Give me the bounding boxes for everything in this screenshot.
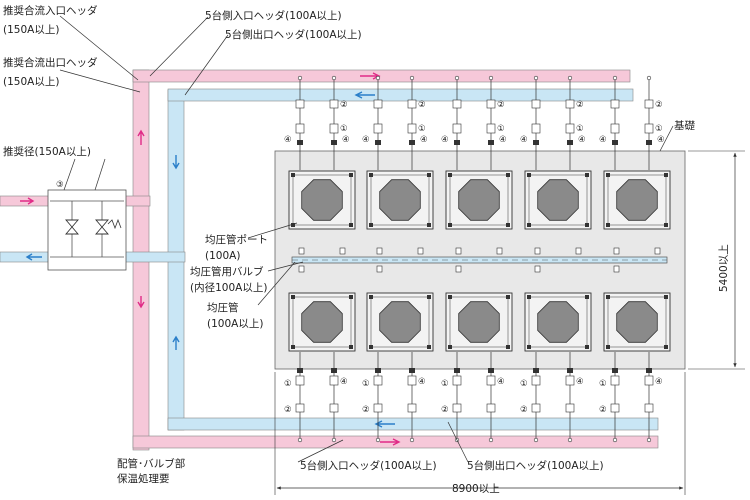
- chiller-unit: [603, 292, 671, 352]
- bypass-valve-box: [47, 189, 127, 271]
- top-inlet-header: [132, 69, 631, 83]
- mark-1: ①: [497, 124, 505, 134]
- chiller-unit: [366, 170, 434, 230]
- flow-arrows: [20, 72, 401, 446]
- mark-2: ②: [340, 100, 348, 110]
- mark-2: ②: [599, 405, 607, 415]
- mark-2: ②: [284, 405, 292, 415]
- label-bottom-inlet-header: 5台側入口ヘッダ(100A以上): [300, 459, 437, 472]
- chiller-unit: [603, 170, 671, 230]
- mark-1: ①: [362, 379, 370, 389]
- chiller-unit: [288, 292, 356, 352]
- label-equalizer-port: 均圧管ポート: [205, 233, 268, 246]
- mark-4: ④: [520, 135, 528, 145]
- mark-1: ①: [284, 379, 292, 389]
- mark-2: ②: [441, 405, 449, 415]
- mark-2: ②: [497, 100, 505, 110]
- label-insulation-note-2: 保温処理要: [117, 472, 170, 485]
- mark-4: ④: [497, 377, 505, 387]
- label-recommended-diameter: 推奨径(150A以上): [3, 145, 91, 158]
- label-top-outlet-header: 5台側出口ヘッダ(100A以上): [225, 28, 362, 41]
- mark-1: ①: [599, 379, 607, 389]
- chiller-unit: [445, 170, 513, 230]
- chiller-unit: [524, 170, 592, 230]
- mark-1: ①: [576, 124, 584, 134]
- mark-2: ②: [655, 100, 663, 110]
- mark-4: ④: [578, 135, 586, 145]
- label-recommended-inlet-size: (150A以上): [3, 24, 59, 36]
- label-equalizer-valve: 均圧管用バルブ: [190, 265, 264, 278]
- mark-4: ④: [657, 135, 665, 145]
- mark-4: ④: [362, 135, 370, 145]
- label-depth-dimension: 5400以上: [718, 244, 730, 292]
- top-outlet-header: [167, 88, 634, 102]
- mark-1: ①: [441, 379, 449, 389]
- mark-1: ①: [418, 124, 426, 134]
- leader-lines: [59, 15, 674, 463]
- mark-4: ④: [576, 377, 584, 387]
- mark-4: ④: [418, 377, 426, 387]
- mark-4: ④: [340, 377, 348, 387]
- mark-4: ④: [655, 377, 663, 387]
- bottom-outlet-header: [167, 417, 659, 431]
- label-mark-3: ③: [56, 180, 64, 190]
- equalizer-pipe: [291, 256, 668, 264]
- mark-4: ④: [441, 135, 449, 145]
- valve-icon: [65, 218, 122, 235]
- mark-2: ②: [520, 405, 528, 415]
- mark-4: ④: [599, 135, 607, 145]
- label-recommended-outlet-size: (150A以上): [3, 76, 59, 88]
- mark-2: ②: [362, 405, 370, 415]
- chiller-unit: [524, 292, 592, 352]
- label-equalizer-valve-size: (内径100A以上): [190, 281, 267, 294]
- mark-4: ④: [342, 135, 350, 145]
- mark-2: ②: [418, 100, 426, 110]
- label-recommended-inlet-header: 推奨合流入口ヘッダ: [3, 4, 98, 17]
- label-equalizer-port-size: (100A): [205, 250, 240, 262]
- mark-4: ④: [284, 135, 292, 145]
- label-bottom-outlet-header: 5台側出口ヘッダ(100A以上): [467, 459, 604, 472]
- label-insulation-note-1: 配管･バルブ部: [117, 457, 185, 470]
- chiller-unit: [445, 292, 513, 352]
- label-recommended-outlet-header: 推奨合流出口ヘッダ: [3, 56, 98, 69]
- mark-2: ②: [576, 100, 584, 110]
- chiller-unit: [288, 170, 356, 230]
- chiller-unit: [366, 292, 434, 352]
- dimension-lines: [274, 150, 745, 495]
- mark-4: ④: [420, 135, 428, 145]
- label-top-inlet-header: 5台側入口ヘッダ(100A以上): [205, 9, 342, 22]
- mark-1: ①: [520, 379, 528, 389]
- label-equalizer-pipe: 均圧管: [207, 301, 239, 314]
- mark-1: ①: [340, 124, 348, 134]
- label-equalizer-pipe-size: (100A以上): [207, 318, 263, 330]
- mark-1: ①: [655, 124, 663, 134]
- mark-4: ④: [499, 135, 507, 145]
- label-width-dimension: 8900以上: [452, 483, 500, 495]
- label-foundation: 基礎: [674, 119, 695, 132]
